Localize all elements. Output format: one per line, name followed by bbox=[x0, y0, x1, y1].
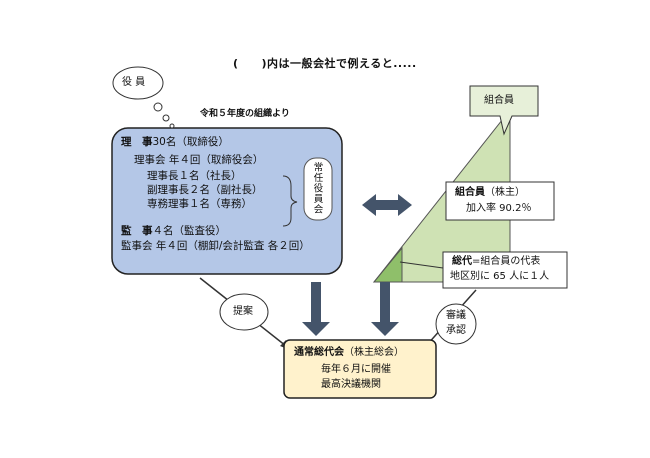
delegates-title-bold: 総代 bbox=[452, 256, 472, 267]
assembly-box bbox=[283, 339, 437, 399]
brace bbox=[282, 175, 298, 227]
source-note: 令和５年度の組織より bbox=[200, 109, 290, 119]
deliberation-label: 審議 bbox=[446, 310, 466, 321]
members-box bbox=[445, 181, 555, 221]
arrow-down-right bbox=[371, 282, 399, 336]
delegates-box bbox=[442, 251, 568, 289]
board-box bbox=[111, 127, 343, 275]
members-title-bold: 組合員 bbox=[455, 187, 485, 198]
yakuin-cloud bbox=[112, 66, 164, 100]
assembly-schedule: 毎年６月に開催 bbox=[321, 364, 391, 375]
assembly-title: 通常総代会（株主総会） bbox=[294, 348, 404, 358]
delegate-connector bbox=[399, 261, 444, 269]
board-line-directors: 理 事30名（取締役） bbox=[121, 137, 229, 148]
standing-committee-label: 常任役員会 bbox=[311, 162, 323, 215]
delegates-title: 総代=組合員の代表 bbox=[452, 257, 540, 267]
assembly-title-rest: （株主総会） bbox=[344, 347, 404, 358]
yakuin-label: 役 員 bbox=[122, 77, 146, 88]
board-line-vice-chair: 副理事長２名（副社長） bbox=[147, 184, 263, 196]
cloud-dot-2 bbox=[162, 114, 170, 122]
auditors-title: 監 事 bbox=[121, 225, 153, 237]
members-title-rest: （株主） bbox=[485, 187, 525, 198]
proposal-label: 提案 bbox=[233, 306, 253, 317]
delegates-title-rest: =組合員の代表 bbox=[472, 256, 541, 267]
members-rate: 加入率 90.2％ bbox=[466, 203, 532, 214]
cloud-dot-3 bbox=[169, 123, 175, 129]
standing-committee-box bbox=[303, 157, 333, 221]
double-arrow bbox=[362, 194, 412, 216]
assembly-authority: 最高決議機関 bbox=[321, 379, 381, 390]
board-line-audit-meetings: 監事会 年４回（棚卸/会計監査 各２回） bbox=[121, 240, 310, 252]
delegates-detail: 地区別に 65 人に１人 bbox=[450, 271, 550, 282]
arrow-down-left bbox=[302, 282, 330, 336]
board-line-auditors: 監 事４名（監査役） bbox=[121, 226, 226, 237]
board-line-chair: 理事長１名（社長） bbox=[147, 170, 242, 182]
auditors-count: ４名（監査役） bbox=[152, 225, 227, 237]
directors-count: 30名（取締役） bbox=[152, 136, 229, 148]
directors-title: 理 事 bbox=[121, 136, 153, 148]
page-title: ( )内は一般会社で例えると..... bbox=[233, 57, 417, 70]
kumiaiin-callout bbox=[469, 85, 539, 136]
board-line-meetings: 理事会 年４回（取締役会） bbox=[134, 154, 264, 166]
kumiaiin-label: 組合員 bbox=[484, 95, 514, 106]
assembly-title-bold: 通常総代会 bbox=[294, 347, 344, 358]
approval-label: 承認 bbox=[446, 325, 466, 336]
delegate-triangle-tip bbox=[372, 246, 403, 283]
approval-circle bbox=[435, 303, 477, 345]
board-line-managing: 専務理事１名（専務） bbox=[147, 198, 252, 210]
members-title: 組合員（株主） bbox=[455, 188, 525, 198]
proposal-circle bbox=[219, 293, 269, 331]
cloud-dot-1 bbox=[153, 102, 163, 112]
